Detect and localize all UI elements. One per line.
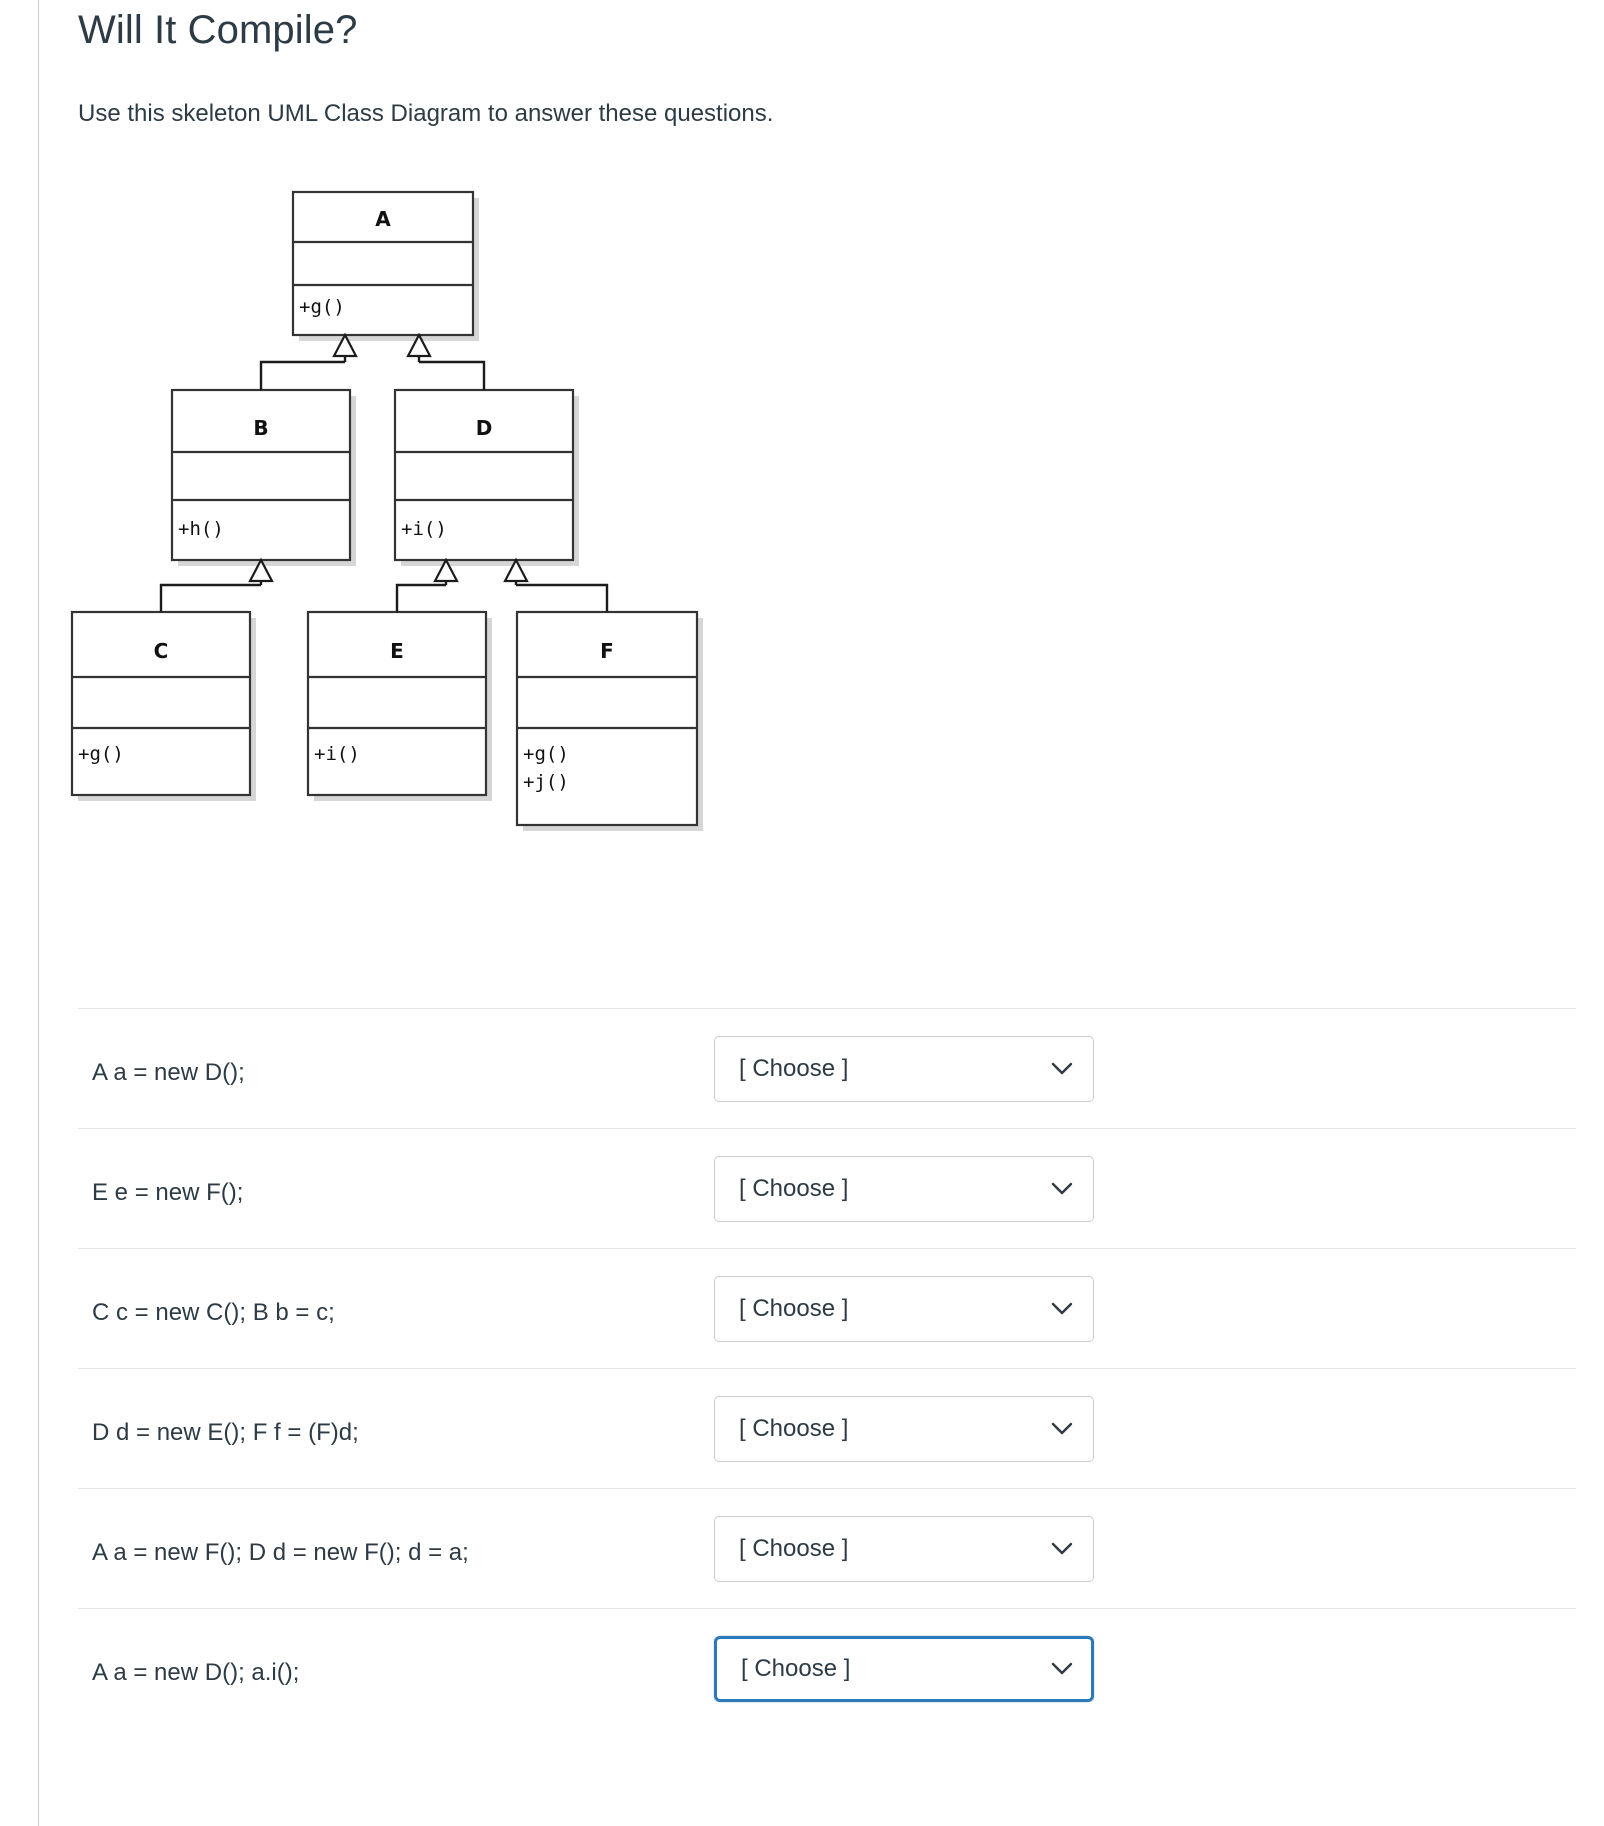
answer-dropdown-wrapper-4: [ Choose ] [714, 1516, 1094, 1582]
uml-generalization-E-to-D [395, 557, 459, 612]
question-code-2: C c = new C(); B b = c; [92, 1299, 335, 1326]
answer-select-1[interactable]: [ Choose ] [714, 1156, 1094, 1222]
uml-class-D-method-0: +i() [401, 518, 447, 540]
answer-select-5[interactable]: [ Choose ] [714, 1636, 1094, 1702]
uml-class-C-method-0: +g() [78, 743, 124, 765]
answer-select-4[interactable]: [ Choose ] [714, 1516, 1094, 1582]
question-list: A a = new D(); [ Choose ] E e = new F();… [78, 1008, 1576, 1728]
chevron-down-icon [1051, 1542, 1073, 1556]
chevron-down-icon [1051, 1062, 1073, 1076]
uml-class-B-method-0: +h() [178, 518, 224, 540]
answer-dropdown-wrapper-0: [ Choose ] [714, 1036, 1094, 1102]
uml-class-F-method-1: +j() [523, 771, 569, 793]
answer-dropdown-wrapper-2: [ Choose ] [714, 1276, 1094, 1342]
answer-select-1-value: [ Choose ] [739, 1175, 849, 1202]
answer-select-5-value: [ Choose ] [741, 1655, 851, 1682]
uml-class-F-method-0: +g() [523, 743, 569, 765]
answer-dropdown-wrapper-1: [ Choose ] [714, 1156, 1094, 1222]
table-row: C c = new C(); B b = c; [ Choose ] [78, 1248, 1576, 1368]
table-row: A a = new D(); a.i(); [ Choose ] [78, 1608, 1576, 1728]
question-code-5: A a = new D(); a.i(); [92, 1659, 300, 1686]
chevron-down-icon [1051, 1422, 1073, 1436]
page-intro-text: Use this skeleton UML Class Diagram to a… [78, 100, 774, 127]
table-row: A a = new D(); [ Choose ] [78, 1008, 1576, 1128]
chevron-down-icon [1051, 1302, 1073, 1316]
chevron-down-icon [1051, 1182, 1073, 1196]
uml-generalization-D-to-A [406, 332, 486, 390]
answer-select-0[interactable]: [ Choose ] [714, 1036, 1094, 1102]
answer-select-2-value: [ Choose ] [739, 1295, 849, 1322]
uml-class-A-method-0: +g() [299, 296, 345, 318]
question-code-4: A a = new F(); D d = new F(); d = a; [92, 1539, 469, 1566]
uml-class-B-name: B [253, 416, 268, 440]
uml-generalization-B-to-A [259, 332, 358, 390]
chevron-down-icon [1051, 1662, 1073, 1676]
uml-class-diagram: .bx { fill:#ffffff; stroke:#333333; stro… [0, 150, 900, 850]
answer-dropdown-wrapper-5: [ Choose ] [714, 1636, 1094, 1702]
answer-select-4-value: [ Choose ] [739, 1535, 849, 1562]
uml-class-F-name: F [600, 639, 614, 663]
uml-class-E-name: E [390, 639, 404, 663]
question-code-0: A a = new D(); [92, 1059, 245, 1086]
page-title: Will It Compile? [78, 8, 358, 52]
uml-generalization-F-to-D [503, 557, 609, 612]
question-code-3: D d = new E(); F f = (F)d; [92, 1419, 359, 1446]
question-code-1: E e = new F(); [92, 1179, 244, 1206]
answer-select-3[interactable]: [ Choose ] [714, 1396, 1094, 1462]
table-row: A a = new F(); D d = new F(); d = a; [ C… [78, 1488, 1576, 1608]
uml-generalization-C-to-B [159, 557, 274, 612]
uml-class-C-name: C [154, 639, 169, 663]
answer-select-3-value: [ Choose ] [739, 1415, 849, 1442]
left-border-rule [38, 0, 39, 1826]
answer-dropdown-wrapper-3: [ Choose ] [714, 1396, 1094, 1462]
uml-class-E-method-0: +i() [314, 743, 360, 765]
table-row: E e = new F(); [ Choose ] [78, 1128, 1576, 1248]
answer-select-0-value: [ Choose ] [739, 1055, 849, 1082]
table-row: D d = new E(); F f = (F)d; [ Choose ] [78, 1368, 1576, 1488]
answer-select-2[interactable]: [ Choose ] [714, 1276, 1094, 1342]
uml-class-A-name: A [375, 207, 391, 231]
uml-class-D-name: D [476, 416, 493, 440]
